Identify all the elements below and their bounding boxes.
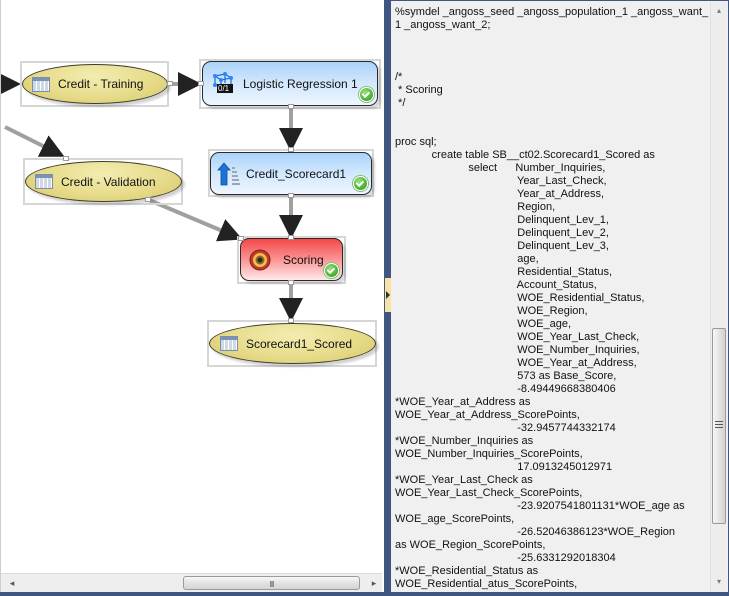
logistic-regression-badge: 0/1	[218, 83, 230, 93]
node-scoring[interactable]: Scoring	[240, 238, 343, 281]
selection-box-credit-validation	[23, 158, 183, 205]
horizontal-scroll-thumb[interactable]: III	[183, 576, 360, 590]
status-check-icon	[359, 87, 374, 102]
code-line: 573 as Base_Score,	[395, 370, 617, 382]
code-line: Residential_Status,	[395, 266, 613, 278]
code-line: *WOE_Number_Inquiries as	[395, 435, 534, 447]
code-line: -26.52046386123*WOE_Region	[395, 526, 676, 538]
code-line	[395, 123, 707, 136]
code-line: Region,	[395, 201, 556, 213]
code-line: WOE_age,	[395, 318, 572, 330]
node-label: Credit - Validation	[61, 174, 156, 189]
code-line: *WOE_Year_at_Address as	[395, 396, 531, 408]
code-line: WOE_Residential_atus_ScorePoints,	[395, 578, 578, 590]
code-line: -32.9457744332174	[395, 422, 616, 434]
output-port[interactable]	[288, 104, 294, 109]
output-port[interactable]	[288, 193, 294, 198]
logistic-regression-icon: 0/1	[209, 71, 235, 96]
table-icon	[32, 76, 50, 92]
code-line: WOE_Year_at_Address,	[395, 357, 637, 369]
code-line: WOE_Residential_Status,	[395, 292, 645, 304]
code-line	[395, 58, 707, 71]
node-label: Scorecard1_Scored	[246, 336, 353, 351]
code-line: -8.49449668380406	[395, 383, 616, 395]
code-line: Account_Status,	[395, 279, 597, 291]
code-line: proc sql;	[395, 136, 437, 148]
code-line: -25.6331292018304	[395, 552, 616, 564]
code-line: * Scoring	[395, 84, 443, 96]
window-border	[0, 592, 729, 596]
code-line: Year_at_Address,	[395, 188, 605, 200]
input-port[interactable]	[288, 235, 294, 240]
code-line: /*	[395, 71, 403, 83]
code-line: WOE_Year_Last_Check_ScorePoints,	[395, 487, 583, 499]
output-port[interactable]	[145, 197, 151, 202]
splitter-collapse-button[interactable]	[385, 278, 391, 312]
code-line: age,	[395, 253, 539, 265]
code-line: WOE_Year_at_Address_ScorePoints,	[395, 409, 580, 421]
code-line: *WOE_Year_Last_Check as	[395, 474, 533, 486]
code-line	[395, 45, 707, 58]
node-logistic-regression-1[interactable]: 0/1 Logistic Regression 1	[202, 61, 378, 106]
code-line: Delinquent_Lev_2,	[395, 227, 609, 239]
code-line: */	[395, 97, 406, 109]
code-line: create table SB__ct02.Scorecard1_Scored …	[395, 149, 655, 161]
code-line: Delinquent_Lev_1,	[395, 214, 609, 226]
status-check-icon	[324, 263, 339, 278]
flow-canvas[interactable]: Credit - Training 0/1	[0, 0, 384, 596]
code-line: WOE_age_ScorePoints,	[395, 513, 515, 525]
input-port[interactable]	[63, 156, 69, 161]
scorecard-icon	[217, 161, 241, 186]
code-line	[395, 110, 707, 123]
code-line: Delinquent_Lev_3,	[395, 240, 609, 252]
code-line: 17.0913245012971	[395, 461, 613, 473]
code-vertical-scrollbar[interactable]: ▴ ▾	[710, 2, 727, 594]
node-label: Scoring	[283, 252, 324, 267]
code-line: select Number_Inquiries,	[395, 162, 606, 174]
code-line: 1 _angoss_want_2;	[395, 19, 491, 31]
node-credit-training[interactable]: Credit - Training	[22, 64, 168, 104]
code-line: WOE_Year_Last_Check,	[395, 331, 640, 343]
code-line: WOE_Number_Inquiries_ScorePoints,	[395, 448, 583, 460]
node-credit-scorecard1[interactable]: Credit_Scorecard1	[210, 152, 372, 195]
scroll-down-arrow-icon[interactable]: ▾	[716, 577, 721, 586]
target-icon	[249, 249, 271, 271]
code-text[interactable]: %symdel _angoss_seed _angoss_population_…	[395, 6, 709, 591]
table-icon	[220, 336, 238, 351]
canvas-horizontal-scrollbar[interactable]: ◂ III ▸	[1, 573, 382, 592]
status-check-icon	[353, 176, 368, 191]
input-port[interactable]	[288, 318, 294, 323]
scroll-left-arrow-icon[interactable]: ◂	[9, 578, 15, 588]
table-icon	[35, 174, 53, 189]
collapse-arrow-icon	[386, 291, 390, 299]
code-line: WOE_Region,	[395, 305, 588, 317]
node-label: Logistic Regression 1	[243, 76, 358, 91]
connector-validation-to-scoring	[148, 198, 243, 242]
code-line	[395, 32, 707, 45]
connector-incoming-credit-validation	[4, 125, 65, 157]
vertical-scroll-thumb[interactable]	[712, 328, 726, 524]
output-port[interactable]	[167, 81, 173, 86]
code-line: %symdel _angoss_seed _angoss_population_…	[395, 6, 709, 18]
scroll-right-arrow-icon[interactable]: ▸	[371, 578, 377, 588]
input-port[interactable]	[288, 147, 294, 152]
node-label: Credit_Scorecard1	[246, 166, 347, 181]
node-scorecard1-scored[interactable]: Scorecard1_Scored	[209, 323, 376, 364]
code-line: *WOE_Residential_Status as	[395, 565, 539, 577]
output-port[interactable]	[288, 280, 294, 285]
node-credit-validation[interactable]: Credit - Validation	[25, 161, 182, 202]
code-line: as WOE_Region_ScorePoints,	[395, 539, 546, 551]
grip-icon	[715, 421, 723, 428]
grip-icon: III	[269, 580, 275, 589]
code-pane[interactable]: %symdel _angoss_seed _angoss_population_…	[391, 0, 729, 596]
input-port[interactable]	[198, 81, 204, 86]
flow-connections	[1, 72, 303, 322]
code-line: -23.9207541801131*WOE_age as	[395, 500, 685, 512]
input-port[interactable]	[238, 236, 244, 241]
scroll-up-arrow-icon[interactable]: ▴	[716, 6, 721, 15]
node-label: Credit - Training	[58, 77, 144, 91]
code-line: Year_Last_Check,	[395, 175, 607, 187]
code-line: WOE_Number_Inquiries,	[395, 344, 640, 356]
